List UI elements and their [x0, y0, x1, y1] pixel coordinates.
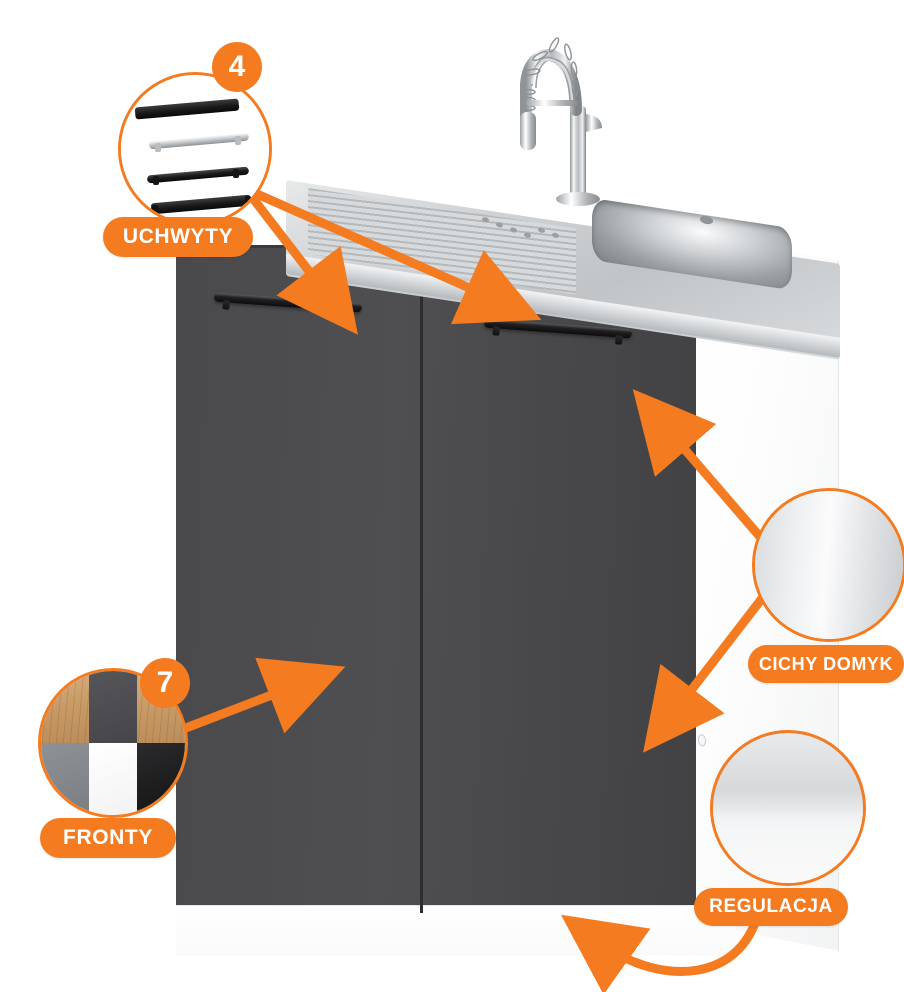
handle-foot	[155, 143, 161, 152]
feature-bubble-soft-close	[752, 488, 904, 642]
front-swatch-black	[137, 743, 185, 815]
feature-bubble-fronts	[38, 668, 188, 818]
handle-foot	[245, 196, 251, 209]
handle-foot	[235, 136, 241, 145]
front-swatch-dark-grey	[89, 671, 137, 743]
feature-bubble-adjustable-legs	[710, 730, 866, 886]
handle-foot	[233, 169, 239, 178]
feature-count-badge-handles: 4	[212, 42, 262, 92]
feature-bubble-handles	[118, 72, 272, 226]
door-gap	[420, 245, 423, 913]
cabinet-doors[interactable]	[176, 245, 696, 905]
handle-foot	[152, 205, 158, 218]
cabinet-base-shadow	[176, 905, 736, 956]
front-swatch-mid-grey	[41, 743, 89, 815]
feature-label-adjustable-legs[interactable]: REGULACJA	[694, 888, 848, 926]
front-swatch-wood-oak	[41, 671, 89, 743]
feature-count-badge-fronts: 7	[140, 658, 190, 708]
feature-label-fronts[interactable]: FRONTY	[40, 818, 176, 858]
feature-label-handles[interactable]: UCHWYTY	[103, 217, 253, 257]
faucet	[502, 6, 632, 206]
front-colour-grid	[41, 671, 185, 815]
handle-foot	[153, 176, 159, 185]
front-swatch-white	[89, 743, 137, 815]
feature-label-soft-close[interactable]: CICHY DOMYK	[748, 645, 904, 683]
